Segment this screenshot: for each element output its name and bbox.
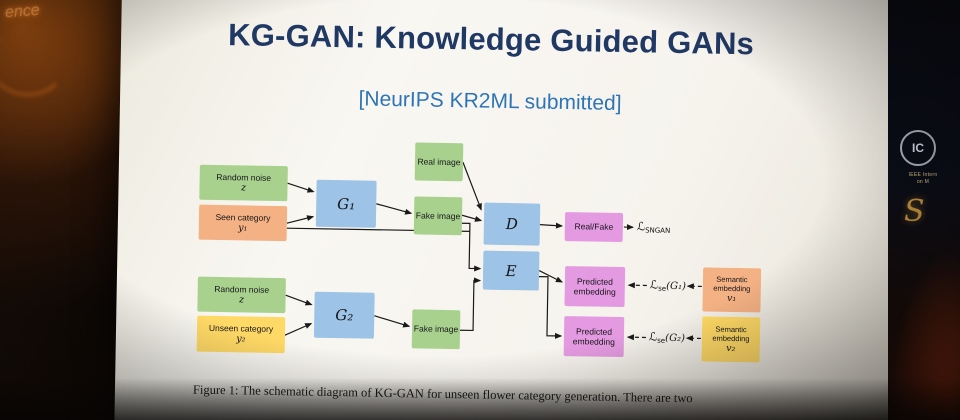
conference-caption-line2: on M xyxy=(916,179,930,185)
node-label: Seen category xyxy=(215,211,271,223)
node-label: Fake image xyxy=(413,323,459,335)
node-label: Real image xyxy=(417,156,461,168)
node-real-image: Real image xyxy=(414,142,464,182)
node-symbol: v₁ xyxy=(726,293,737,305)
node-fake-image-1: Fake image xyxy=(413,196,463,236)
node-generator-1: G₁ xyxy=(315,179,377,228)
node-symbol: z xyxy=(238,294,245,306)
side-red-glow xyxy=(888,250,960,420)
conference-logo: IC xyxy=(900,130,936,166)
node-label: Random noise xyxy=(214,283,270,295)
loss-args: (G₂) xyxy=(665,332,686,345)
loss-args: (G₁) xyxy=(666,280,687,293)
node-random-noise-2: Random noise z xyxy=(197,276,286,314)
node-discriminator: D xyxy=(483,202,541,246)
node-predicted-embedding-1: Predicted embedding xyxy=(564,266,626,308)
node-embedder: E xyxy=(482,250,540,291)
node-unseen-category: Unseen category y₂ xyxy=(196,315,286,354)
node-label: E xyxy=(505,261,517,280)
venue-side-band: IC IEEE Intern on M S xyxy=(888,0,960,420)
node-label: Predicted embedding xyxy=(573,276,616,297)
presentation-slide: KG-GAN: Knowledge Guided GANs [NeurIPS K… xyxy=(113,0,898,420)
loss-sngan: ℒSNGAN xyxy=(637,219,671,235)
figure-caption: Figure 1: The schematic diagram of KG-GA… xyxy=(192,382,693,406)
node-label: Semantic embedding xyxy=(712,324,750,344)
side-script-letter: S xyxy=(904,194,925,229)
node-label: Random noise xyxy=(216,171,272,183)
node-label: Semantic embedding xyxy=(713,274,751,294)
node-label: Fake image xyxy=(415,210,461,222)
node-fake-image-2: Fake image xyxy=(411,309,461,350)
node-generator-2: G₂ xyxy=(313,291,375,339)
node-label: G₂ xyxy=(335,306,354,325)
node-symbol: z xyxy=(240,182,247,194)
node-seen-category: Seen category y₁ xyxy=(198,204,288,242)
loss-subscript: SNGAN xyxy=(645,226,671,235)
slide-subtitle: [NeurIPS KR2ML submitted] xyxy=(358,87,622,116)
slide-title: KG-GAN: Knowledge Guided GANs xyxy=(227,17,755,62)
node-label: D xyxy=(505,215,519,234)
conference-caption-line1: IEEE Intern xyxy=(908,172,938,178)
node-symbol: y₁ xyxy=(238,222,248,234)
node-random-noise-1: Random noise z xyxy=(199,164,288,202)
node-label: Predicted embedding xyxy=(572,326,615,347)
node-label: Real/Fake xyxy=(574,221,614,233)
node-real-fake: Real/Fake xyxy=(564,212,624,243)
node-label: G₁ xyxy=(337,194,356,213)
conference-logo-text: IC xyxy=(912,141,924,155)
loss-se-g2: ℒse(G₂) xyxy=(649,330,685,346)
screen-corner-text: ence xyxy=(4,1,41,22)
loss-se-g1: ℒse(G₁) xyxy=(650,278,686,294)
node-semantic-embedding-1: Semantic embedding v₁ xyxy=(702,267,762,313)
node-label: Unseen category xyxy=(208,323,274,335)
node-semantic-embedding-2: Semantic embedding v₂ xyxy=(701,316,761,363)
node-symbol: v₂ xyxy=(726,342,736,354)
node-symbol: y₂ xyxy=(236,333,246,345)
node-predicted-embedding-2: Predicted embedding xyxy=(563,316,625,358)
